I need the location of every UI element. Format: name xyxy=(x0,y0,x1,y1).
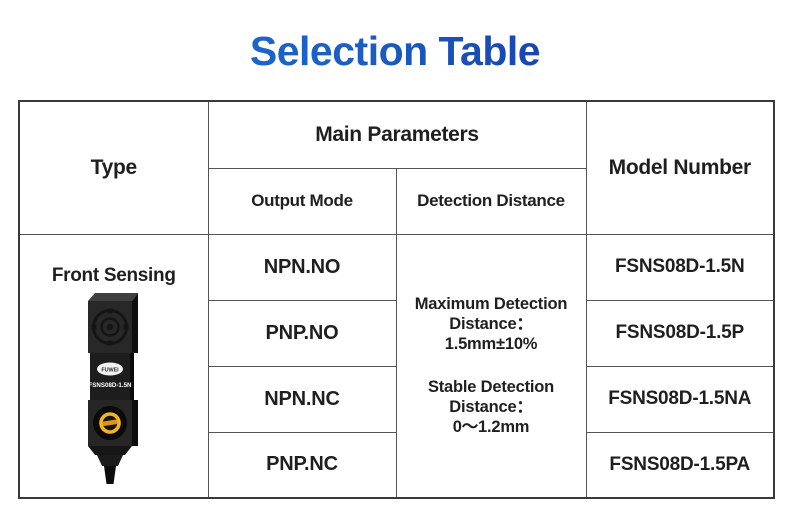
model-number-cell: FSNS08D-1.5NA xyxy=(585,365,775,433)
output-mode-cell: NPN.NO xyxy=(207,233,397,301)
sensor-cable xyxy=(103,465,116,484)
type-cell: Front Sensing xyxy=(18,233,209,499)
stable-detection-line: Distance： xyxy=(449,398,533,417)
sensor-screw-side xyxy=(131,399,138,446)
max-detection-value: 1.5mm±10% xyxy=(444,335,538,354)
sensor-head-top-face xyxy=(87,292,138,301)
stable-detection-line: Stable Detection xyxy=(427,378,555,397)
selection-table: Type Main Parameters Model Number Output… xyxy=(18,100,775,499)
col-header-output-mode: Output Mode xyxy=(207,167,397,235)
output-mode-cell: PNP.NO xyxy=(207,299,397,367)
max-detection-line: Maximum Detection xyxy=(414,295,568,314)
table-row: NPN.NC FSNS08D-1.5NA xyxy=(19,365,775,433)
output-mode-cell: NPN.NC xyxy=(207,365,397,433)
model-number-cell: FSNS08D-1.5PA xyxy=(585,431,775,499)
target-emblem-icon xyxy=(91,308,129,346)
table-row: Front Sensing xyxy=(18,233,775,499)
type-label: Front Sensing xyxy=(51,264,176,286)
sensor-label-side xyxy=(129,352,134,400)
header-row-2: Output Mode Detection Distance xyxy=(19,167,774,235)
col-header-main-parameters: Main Parameters xyxy=(207,100,587,169)
maximum-detection-block: Maximum Detection Distance： 1.5mm±10% xyxy=(397,294,586,354)
col-header-detection-distance: Detection Distance xyxy=(395,167,587,235)
cable-gland xyxy=(96,454,123,466)
col-header-model-number: Model Number xyxy=(585,100,775,235)
detection-distance-cell: Maximum Detection Distance： 1.5mm±10% St… xyxy=(395,233,587,499)
stable-detection-value: 0～1.2mm xyxy=(452,418,530,437)
col-header-type: Type xyxy=(18,100,209,235)
stable-detection-block: Stable Detection Distance： 0～1.2mm xyxy=(397,377,586,437)
brand-logo-oval xyxy=(96,362,123,376)
sensor-head-side-face xyxy=(131,292,138,353)
proximity-sensor-illustration: FUWEI FSNS08D-1.5N xyxy=(87,292,138,484)
sensor-model-text: FSNS08D-1.5N xyxy=(88,382,132,389)
adjuster-slot xyxy=(102,419,118,426)
table-row: PNP.NC FSNS08D-1.5PA xyxy=(19,431,775,499)
model-number-cell: FSNS08D-1.5N xyxy=(585,233,775,301)
header-row-1: Type Main Parameters Model Number xyxy=(18,100,775,235)
sensor-bottom-bevel xyxy=(87,445,132,455)
spacer xyxy=(397,354,586,377)
sensor-label-section xyxy=(89,352,130,400)
sensor-product-image: FUWEI FSNS08D-1.5N xyxy=(20,290,208,484)
max-detection-line: Distance： xyxy=(449,315,533,334)
page-title: Selection Table xyxy=(0,28,790,75)
model-number-cell: FSNS08D-1.5P xyxy=(585,299,775,367)
output-mode-cell: PNP.NC xyxy=(207,431,397,499)
sensor-logo-text: FUWEI xyxy=(101,367,119,373)
